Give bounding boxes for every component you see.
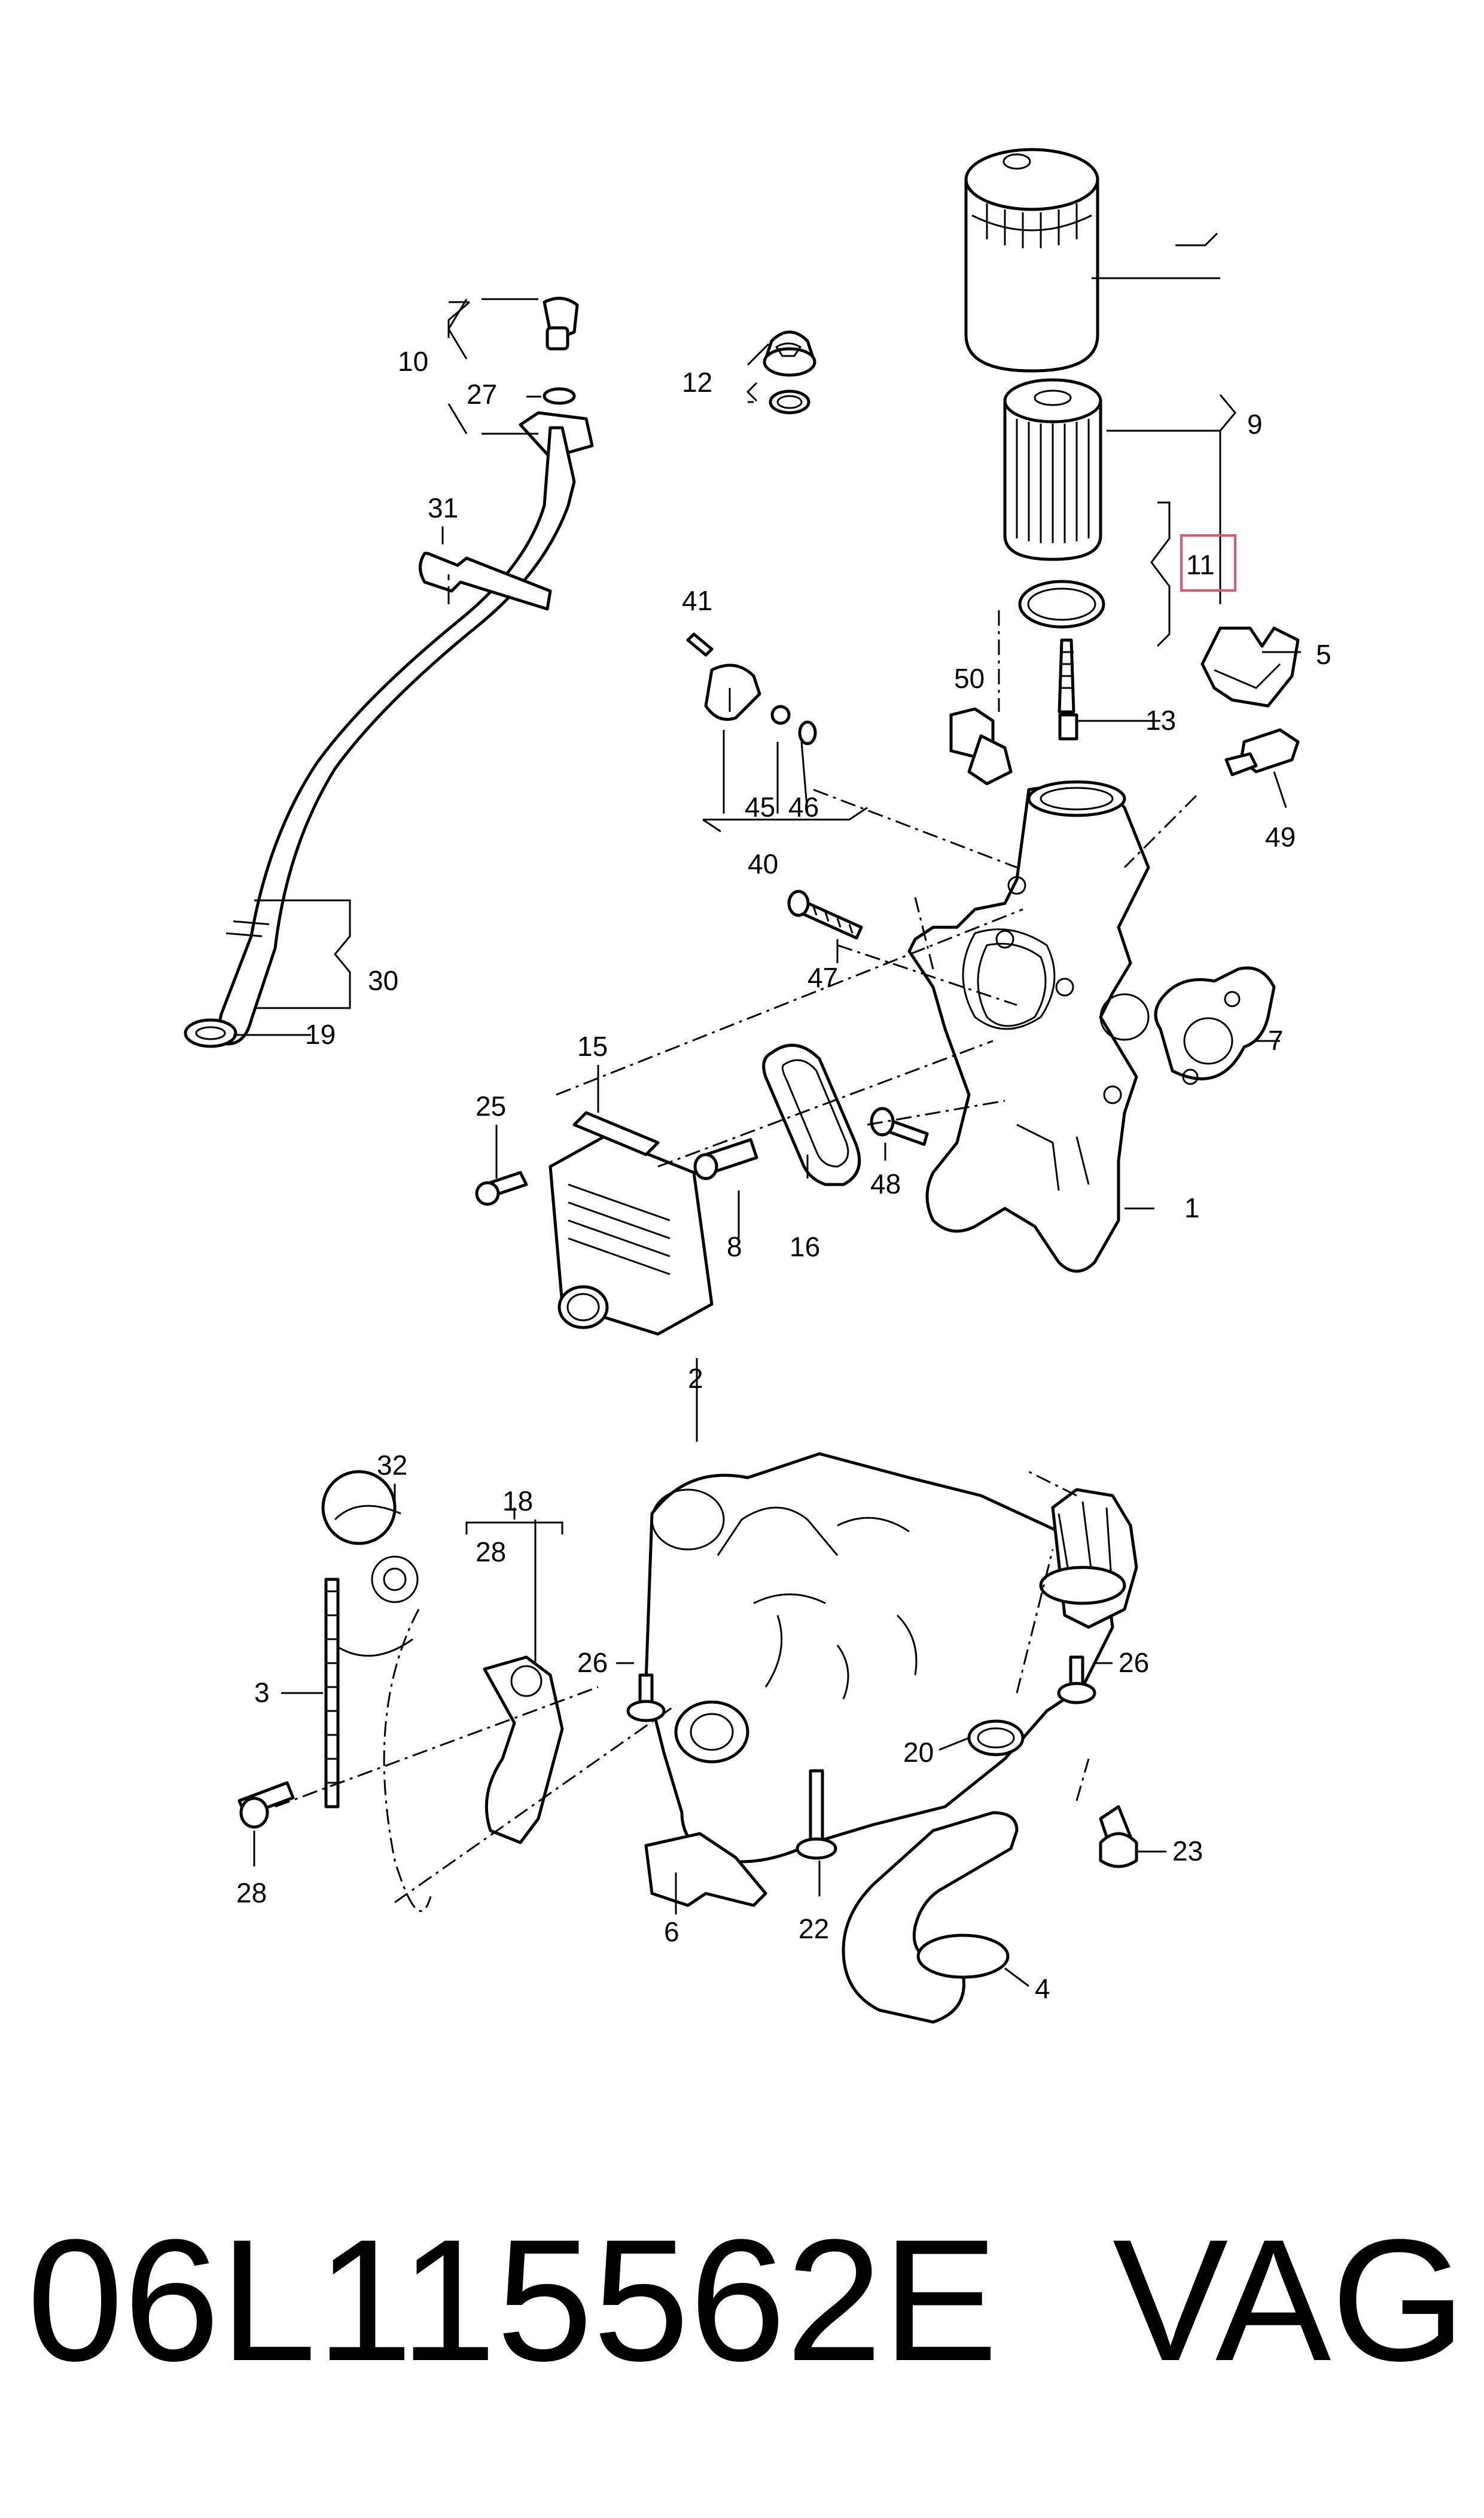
label-26a: 26 [577, 1647, 608, 1678]
label-15: 15 [577, 1031, 608, 1062]
label-31: 31 [428, 492, 458, 523]
oil-cooler-parts [475, 890, 929, 1336]
label-25: 25 [476, 1091, 506, 1122]
oil-filter-housing [907, 780, 1150, 1273]
leader-lines [233, 232, 1301, 1987]
label-11: 11 [1186, 549, 1215, 580]
label-2: 2 [688, 1363, 703, 1394]
brackets-right [1154, 626, 1300, 1085]
highlight-box [1180, 534, 1236, 592]
label-46: 46 [788, 791, 819, 823]
label-3: 3 [254, 1677, 270, 1708]
label-48: 48 [870, 1168, 901, 1199]
label-10: 10 [398, 346, 428, 377]
label-40: 40 [748, 848, 778, 879]
oil-filter-assembly [686, 148, 1105, 785]
label-16: 16 [790, 1231, 820, 1262]
oil-pump-assembly [237, 1452, 1138, 2024]
label-20: 20 [903, 1737, 934, 1768]
label-41: 41 [682, 585, 712, 616]
label-4: 4 [1035, 1973, 1050, 2004]
label-8: 8 [727, 1231, 742, 1262]
label-12: 12 [682, 367, 712, 398]
label-18: 18 [502, 1485, 533, 1517]
label-32: 32 [377, 1450, 407, 1481]
brand: VAG [1113, 2203, 1466, 2397]
label-28b: 28 [236, 1877, 267, 1908]
label-30: 30 [368, 965, 398, 996]
label-50: 50 [954, 663, 985, 694]
label-5: 5 [1316, 639, 1331, 670]
label-6: 6 [664, 1916, 679, 1947]
dipstick-assembly [184, 297, 594, 1048]
label-26b: 26 [1119, 1647, 1149, 1678]
label-13: 13 [1145, 705, 1176, 736]
label-9: 9 [1247, 409, 1263, 440]
label-22: 22 [799, 1913, 829, 1944]
label-45: 45 [745, 791, 775, 823]
label-27: 27 [467, 379, 497, 410]
label-19: 19 [305, 1019, 336, 1050]
label-47: 47 [807, 962, 838, 993]
label-49: 49 [1265, 821, 1296, 852]
label-7: 7 [1268, 1025, 1284, 1056]
label-28a: 28 [476, 1536, 506, 1567]
part-number: 06L115562E [27, 2203, 998, 2397]
label-23: 23 [1172, 1835, 1203, 1867]
label-1: 1 [1184, 1192, 1200, 1223]
part-labels: 1 2 3 4 5 6 7 8 9 10 11 12 13 15 16 18 1… [236, 346, 1331, 2004]
